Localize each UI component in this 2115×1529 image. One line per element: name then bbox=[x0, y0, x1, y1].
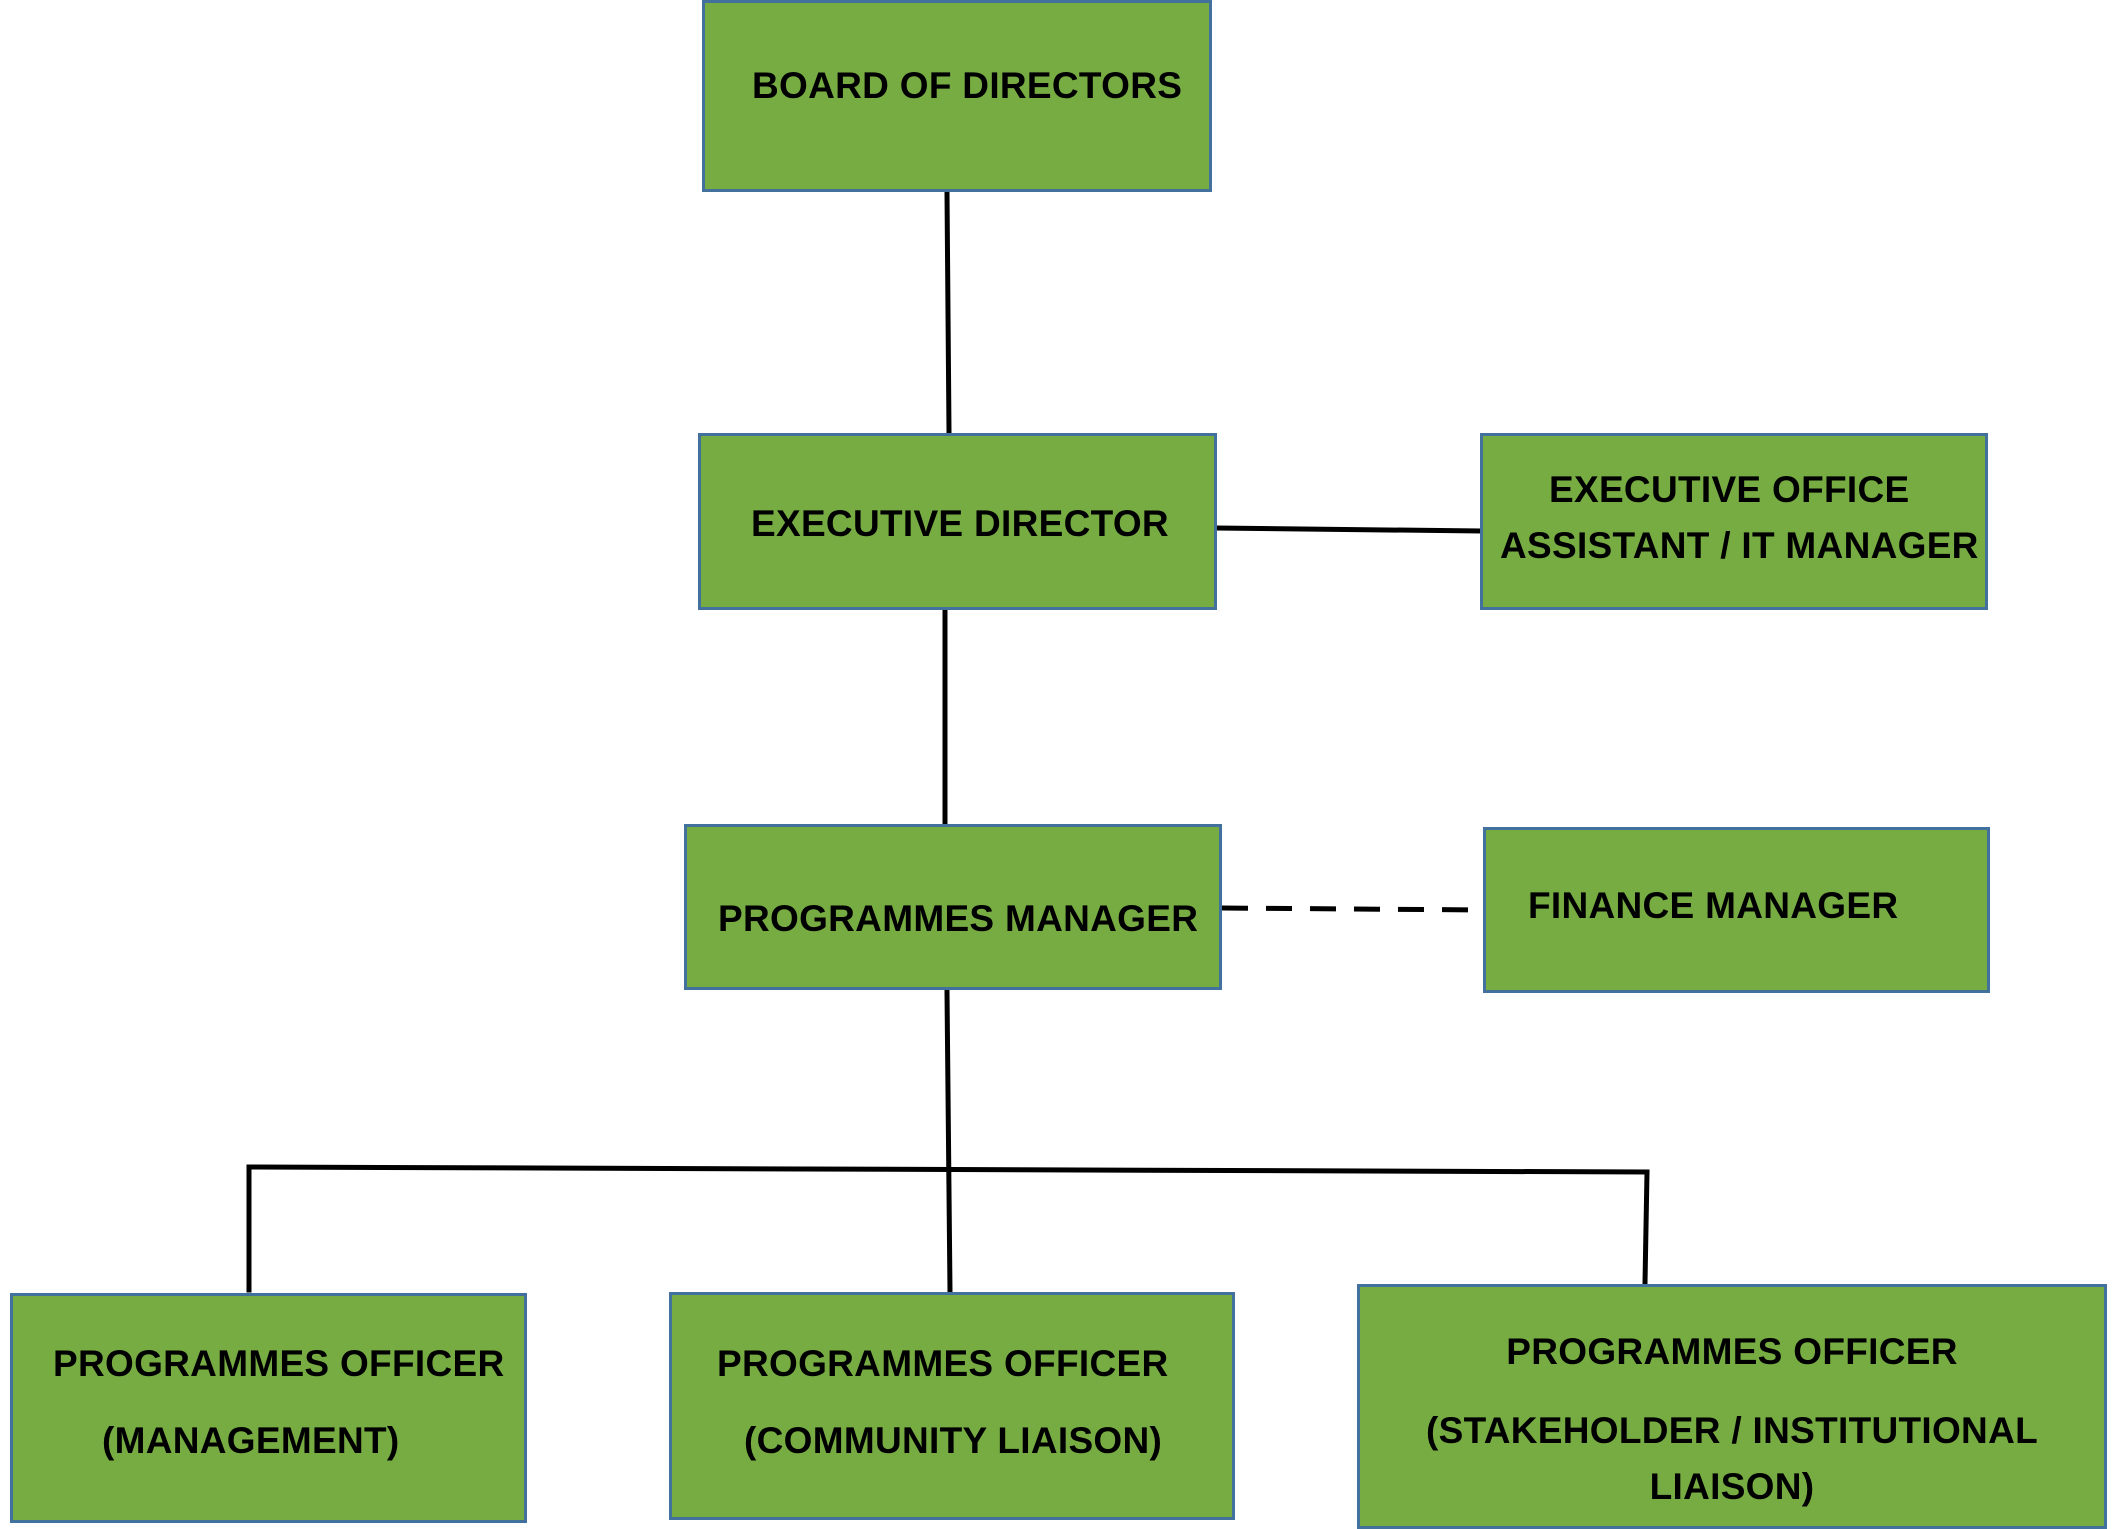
programmes-manager-box: PROGRAMMES MANAGER bbox=[684, 824, 1222, 990]
programmes-officer-community-box: PROGRAMMES OFFICER (COMMUNITY LIAISON) bbox=[669, 1292, 1235, 1520]
programmes-officer-management-box: PROGRAMMES OFFICER (MANAGEMENT) bbox=[10, 1293, 527, 1523]
programmes-officer-community-label-line1: PROGRAMMES OFFICER bbox=[717, 1343, 1169, 1384]
executive-office-assistant-box: EXECUTIVE OFFICE ASSISTANT / IT MANAGER bbox=[1480, 433, 1988, 610]
connector-programmes-manager-trunk bbox=[944, 989, 953, 1295]
executive-director-box: EXECUTIVE DIRECTOR bbox=[698, 433, 1217, 610]
programmes-officer-stakeholder-box: PROGRAMMES OFFICER (STAKEHOLDER / INSTIT… bbox=[1357, 1284, 2107, 1529]
executive-office-assistant-label-line1: EXECUTIVE OFFICE bbox=[1549, 469, 1910, 510]
finance-manager-box: FINANCE MANAGER bbox=[1483, 827, 1990, 993]
board-of-directors-label: BOARD OF DIRECTORS bbox=[752, 65, 1183, 106]
programmes-officer-stakeholder-label-line2: (STAKEHOLDER / INSTITUTIONAL bbox=[1425, 1410, 2039, 1451]
connector-programmes-manager-to-finance-manager bbox=[1221, 905, 1484, 913]
board-of-directors-box: BOARD OF DIRECTORS bbox=[702, 0, 1212, 192]
programmes-officer-community-label-line2: (COMMUNITY LIAISON) bbox=[744, 1420, 1163, 1461]
connector-officer-bus bbox=[246, 1164, 1650, 1175]
connector-executive-director-to-office-assistant bbox=[1214, 525, 1483, 534]
programmes-manager-label: PROGRAMMES MANAGER bbox=[718, 898, 1199, 939]
programmes-officer-management-label-line2: (MANAGEMENT) bbox=[102, 1420, 400, 1461]
finance-manager-label: FINANCE MANAGER bbox=[1528, 885, 1899, 926]
executive-director-label: EXECUTIVE DIRECTOR bbox=[751, 503, 1169, 544]
executive-office-assistant-label-line2: ASSISTANT / IT MANAGER bbox=[1500, 525, 1979, 566]
connector-bus-to-officer-stakeholder bbox=[1642, 1169, 1650, 1286]
programmes-officer-stakeholder-label-line1: PROGRAMMES OFFICER bbox=[1506, 1331, 1958, 1372]
programmes-officer-management-label-line1: PROGRAMMES OFFICER bbox=[53, 1343, 505, 1384]
programmes-officer-stakeholder-label-line3: LIAISON) bbox=[1649, 1466, 1815, 1507]
connector-board-to-executive-director bbox=[944, 190, 952, 435]
